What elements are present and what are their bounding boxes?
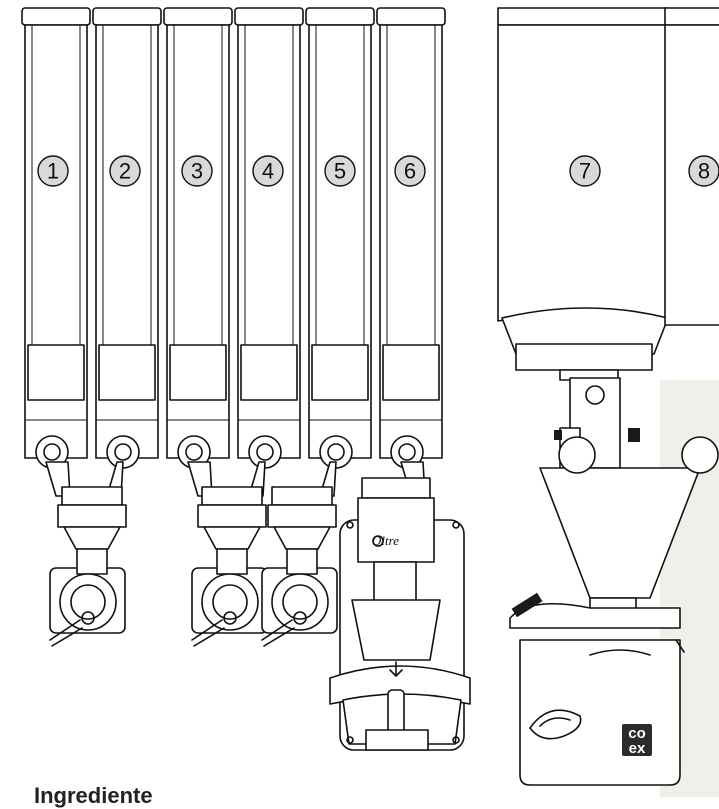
logo-line1: co	[628, 725, 646, 742]
section-heading: Ingrediente	[34, 783, 153, 808]
number-label-8: 8	[698, 159, 710, 184]
number-label-3: 3	[191, 159, 203, 184]
number-badge-5	[324, 155, 356, 187]
logo-line2: ex	[629, 740, 646, 757]
number-label-1: 1	[47, 159, 59, 184]
number-badge-2	[109, 155, 141, 187]
number-badge-7	[569, 155, 601, 187]
powder-unit-3	[191, 486, 268, 647]
number-badge-8	[688, 155, 719, 187]
coex-logo: co ex	[622, 724, 652, 757]
number-badge-6	[394, 155, 426, 187]
number-labels: 1 2 3 4 5 6 7 8	[37, 155, 719, 187]
number-label-5: 5	[334, 159, 346, 184]
dispenser-column-3	[163, 7, 233, 497]
number-label-2: 2	[119, 159, 131, 184]
number-label-6: 6	[404, 159, 416, 184]
number-label-4: 4	[262, 159, 274, 184]
powder-unit-4	[261, 486, 338, 647]
number-badge-3	[181, 155, 213, 187]
powder-unit-1	[49, 486, 127, 647]
number-badge-1	[37, 155, 69, 187]
oltre-mixer: Oltre	[329, 477, 471, 751]
dispenser-column-6	[376, 7, 446, 497]
number-label-7: 7	[579, 159, 591, 184]
dispenser-column-2	[92, 7, 162, 497]
grinder-base	[509, 592, 685, 786]
dispenser-column-4	[234, 7, 304, 497]
number-badge-4	[252, 155, 284, 187]
dispenser-column-5	[305, 7, 375, 497]
dispenser-column-1	[21, 7, 91, 497]
dispenser-row	[21, 7, 446, 497]
